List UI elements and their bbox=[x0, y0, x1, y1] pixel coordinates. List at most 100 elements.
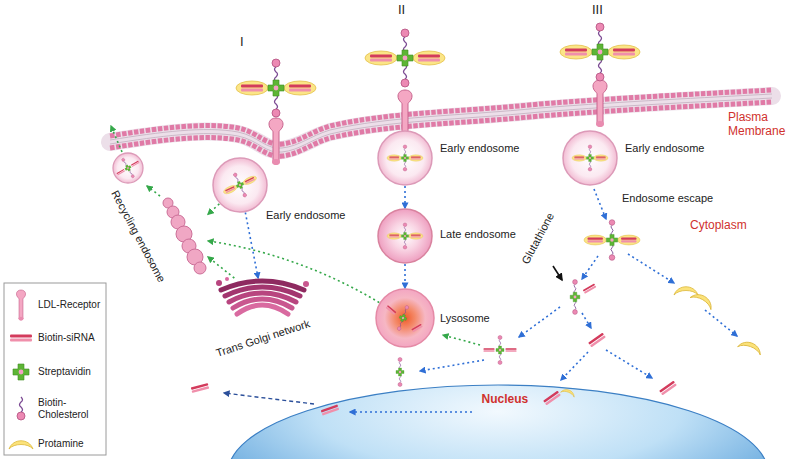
pathway-connector bbox=[208, 257, 234, 278]
legend-box bbox=[4, 283, 106, 455]
pathway-arrow bbox=[582, 256, 598, 279]
ldl-receptor bbox=[269, 118, 283, 165]
legend-box bbox=[16, 290, 25, 321]
cytoplasm-complexes bbox=[583, 283, 597, 293]
pathway-arrow bbox=[561, 352, 588, 380]
pathway-arrow bbox=[594, 189, 606, 219]
lysosome-outline bbox=[376, 289, 434, 347]
glutathione-arrow bbox=[553, 266, 562, 280]
early-endosome-outline bbox=[378, 131, 432, 185]
lysosome-label: Lysosome bbox=[440, 312, 490, 325]
late-endosome-outline bbox=[378, 209, 432, 263]
early-endosome: Early endosome bbox=[562, 130, 618, 186]
legend-box bbox=[9, 441, 33, 449]
early-endosome-outline bbox=[572, 145, 608, 171]
legend-box bbox=[13, 364, 29, 380]
plasma-membrane bbox=[110, 102, 772, 156]
early-endosome-outline bbox=[213, 158, 267, 212]
early-endosome-outline bbox=[218, 166, 262, 205]
lysosome-outline bbox=[386, 305, 397, 315]
legend-label: Biotin-siRNA bbox=[38, 332, 95, 344]
region-label: Cytoplasm bbox=[690, 218, 747, 232]
early-endosome-label: Early endosome bbox=[266, 209, 346, 222]
pathway-arrow bbox=[111, 126, 737, 380]
ldl-receptor bbox=[398, 90, 412, 137]
nucleus-outline bbox=[543, 391, 561, 406]
trans-golgi-network-label: Trans Golgi network bbox=[214, 317, 311, 360]
agent-label: Glutathione bbox=[519, 210, 557, 266]
legend-label: Streptavidin bbox=[38, 366, 91, 378]
cytoplasm-complexes bbox=[396, 220, 763, 396]
nucleus-outline bbox=[561, 388, 576, 398]
lysosome: Lysosome bbox=[375, 288, 435, 348]
early-endosome-outline bbox=[387, 145, 423, 171]
sirna-complex bbox=[560, 23, 640, 81]
nucleus: Nucleus bbox=[228, 383, 768, 459]
pathway-number: I bbox=[240, 34, 244, 50]
trans-golgi-network-outline bbox=[237, 305, 288, 314]
lysosome-outline bbox=[375, 288, 435, 348]
pathway-arrow bbox=[443, 335, 480, 345]
early-endosome-label: Early endosome bbox=[440, 142, 520, 155]
exocytic-vesicle bbox=[112, 152, 145, 184]
pathway-arrow bbox=[628, 254, 674, 283]
pathway-arrow bbox=[705, 310, 737, 336]
plasma-membrane bbox=[110, 90, 772, 156]
pathway-arrow bbox=[606, 350, 652, 378]
pathway-connector bbox=[404, 186, 406, 208]
late-endosome-outline bbox=[377, 208, 433, 264]
early-endosome: Early endosome bbox=[212, 157, 268, 213]
step-label: Endosome escape bbox=[622, 192, 713, 205]
early-endosome-outline bbox=[563, 131, 617, 185]
pathway-arrow bbox=[582, 313, 591, 328]
recycling-endosome-label: Recycling endosome bbox=[108, 188, 168, 284]
pathway-arrow bbox=[519, 307, 560, 337]
legend-label: LDL-Receptor bbox=[38, 299, 100, 311]
cytoplasm-complexes bbox=[659, 381, 677, 396]
pathway-connector bbox=[208, 204, 219, 214]
cytoplasm-complexes bbox=[674, 287, 698, 295]
early-endosome-outline bbox=[562, 130, 618, 186]
sirna-complex bbox=[236, 23, 640, 117]
pathway-connector bbox=[208, 241, 379, 303]
sirna-complex bbox=[365, 29, 445, 87]
early-endosome-outline bbox=[212, 157, 268, 213]
lysosome-outline bbox=[395, 305, 411, 332]
trans-golgi-network: Trans Golgi network bbox=[215, 278, 310, 323]
legend-box bbox=[17, 397, 25, 420]
cytoplasm-complexes bbox=[584, 220, 640, 261]
cytoplasm-complexes bbox=[570, 280, 580, 315]
nucleus-outline bbox=[224, 393, 314, 404]
nucleus-outline bbox=[350, 411, 472, 413]
legend-label: Biotin-Cholesterol bbox=[38, 397, 96, 421]
trans-golgi-network-outline bbox=[225, 277, 229, 281]
cytoplasm-complexes bbox=[396, 358, 404, 387]
legend-box bbox=[10, 335, 32, 342]
pathway-arrow bbox=[111, 126, 122, 152]
cytoplasm-complexes bbox=[588, 333, 606, 348]
pathway-arrow bbox=[147, 186, 160, 196]
region-label: Plasma Membrane bbox=[728, 110, 792, 139]
trans-golgi-network-outline bbox=[215, 278, 310, 323]
late-endosome-label: Late endosome bbox=[440, 228, 516, 241]
nucleus-label: Nucleus bbox=[482, 392, 529, 406]
recycling-endosome: Recycling endosome bbox=[158, 198, 208, 276]
lysosome-outline bbox=[411, 324, 422, 333]
pathway-number: III bbox=[592, 2, 603, 18]
recycling-endosome-outline bbox=[194, 262, 206, 274]
trans-golgi-network-outline bbox=[216, 280, 222, 286]
cytoplasm-complexes bbox=[484, 336, 517, 365]
pathway-connector bbox=[404, 264, 406, 288]
sirna-complex bbox=[236, 59, 316, 117]
pathway-number: II bbox=[398, 2, 405, 18]
cytoplasm-complexes bbox=[570, 280, 596, 315]
nucleus-outline bbox=[228, 385, 768, 459]
trans-golgi-network-outline bbox=[303, 281, 309, 287]
early-endosome-label: Early endosome bbox=[625, 142, 705, 155]
recycling-endosome-outline bbox=[158, 198, 208, 276]
early-endosome-outline bbox=[377, 130, 433, 186]
legend-label: Protamine bbox=[38, 438, 84, 450]
pathway-arrow bbox=[420, 360, 484, 371]
